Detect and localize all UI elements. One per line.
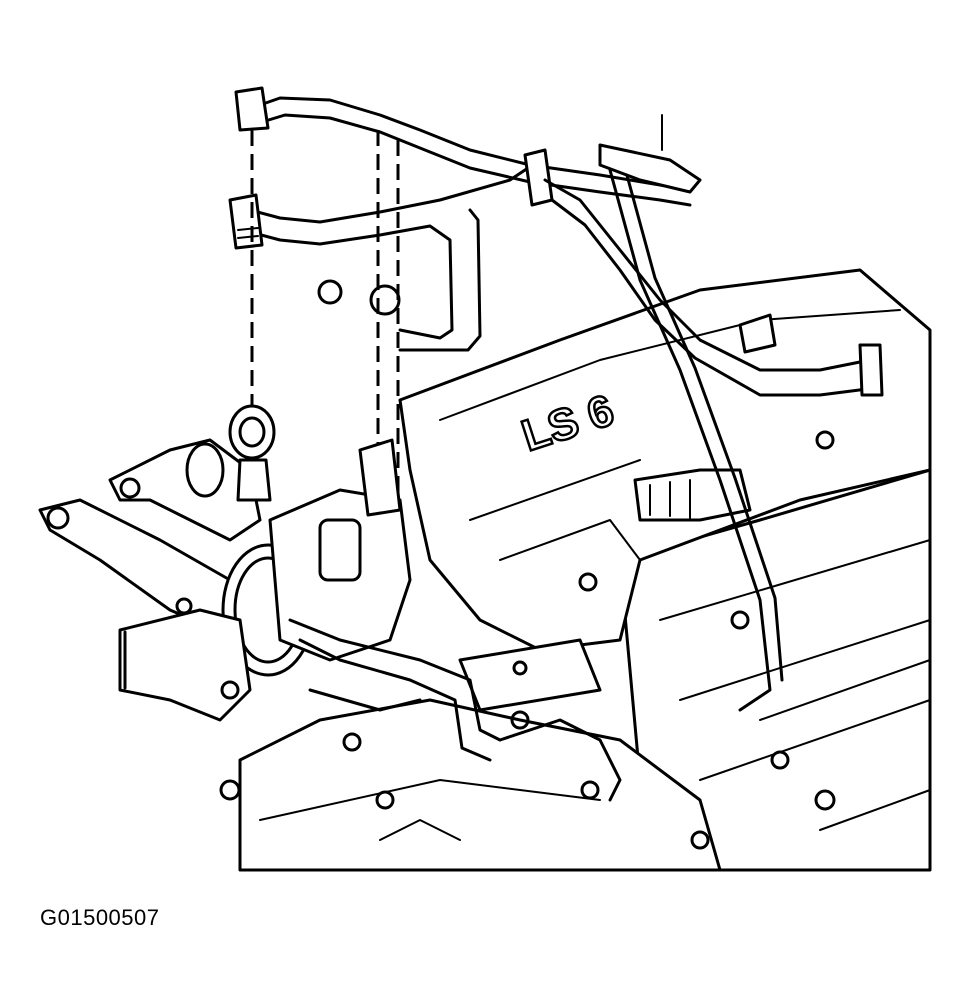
- intake-manifold: [398, 268, 932, 652]
- bracket-tab: [598, 143, 702, 194]
- coolant-outlet: [118, 608, 252, 722]
- lower-hose-run: [288, 618, 502, 742]
- hose-elbow-top: [234, 86, 270, 132]
- egr-plate: [458, 638, 602, 712]
- hose-lower-run: [248, 158, 542, 224]
- electrical-connector: [633, 468, 752, 522]
- hose-clamp-ring: [369, 284, 401, 316]
- engine-hose-routing-diagram: LS 6: [38, 86, 932, 872]
- hose-elbow-left: [228, 193, 264, 250]
- vacuum-fitting: [738, 313, 777, 354]
- engine-assembly: [38, 268, 932, 872]
- throttle-body: [221, 488, 412, 677]
- hose-clamp: [523, 148, 554, 207]
- hose-right-run: [543, 178, 872, 372]
- alignment-guides: [250, 114, 663, 510]
- vent-hose-assembly: [228, 86, 884, 802]
- pcv-fitting: [228, 404, 402, 517]
- support-rod: [608, 168, 772, 712]
- figure-code-label: G01500507: [40, 905, 160, 930]
- fastener-bolts: [175, 430, 836, 850]
- upper-hose-main: [258, 96, 692, 192]
- hose-clamp-ring: [317, 279, 343, 305]
